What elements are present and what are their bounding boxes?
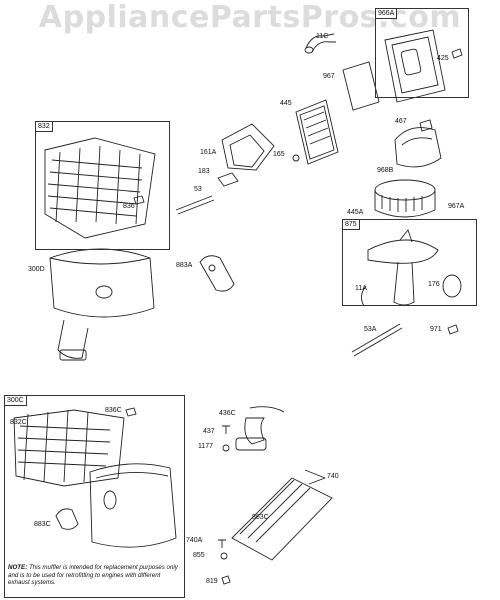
muffler-300d — [49, 248, 155, 361]
breather-tube-11c — [304, 33, 336, 54]
muffler-guard-832c — [13, 409, 125, 487]
knob-467 — [419, 119, 433, 132]
label-445[interactable]: 445 — [280, 100, 292, 107]
label-967[interactable]: 967 — [323, 73, 335, 80]
stud-53a — [351, 323, 403, 357]
label-863c[interactable]: 863C — [252, 514, 269, 521]
screw-740a — [218, 539, 226, 548]
muffler-guard-832 — [44, 137, 156, 239]
label-165[interactable]: 165 — [273, 151, 285, 158]
screw-836c — [125, 407, 137, 417]
group-box-875-tag: 875 — [343, 220, 360, 230]
washer-1177 — [222, 444, 230, 452]
label-883c[interactable]: 883C — [34, 521, 51, 528]
note-text: This muffler is intended for replacement… — [8, 564, 178, 586]
heat-shield-863c — [231, 477, 333, 561]
cartridge-445a — [374, 179, 436, 218]
housing-968b — [394, 127, 442, 168]
label-183[interactable]: 183 — [198, 168, 210, 175]
group-box-966a-tag: 966A — [376, 9, 398, 19]
label-436c[interactable]: 436C — [219, 410, 236, 417]
label-53a[interactable]: 53A — [364, 326, 377, 333]
screw-836 — [133, 195, 145, 205]
label-467[interactable]: 467 — [395, 118, 407, 125]
label-53[interactable]: 53 — [194, 186, 202, 193]
o-ring-176 — [442, 274, 462, 298]
label-832c[interactable]: 832C — [10, 419, 27, 426]
group-box-300c: 300C — [4, 395, 185, 598]
label-855[interactable]: 855 — [193, 552, 205, 559]
label-836[interactable]: 836 — [123, 203, 135, 210]
replacement-note: NOTE: This muffler is intended for repla… — [8, 564, 178, 587]
note-prefix: NOTE: — [8, 564, 28, 571]
label-445a[interactable]: 445A — [347, 209, 364, 216]
group-box-832: 832 — [35, 121, 170, 250]
gasket-883c — [55, 508, 79, 530]
label-883a[interactable]: 883A — [176, 262, 193, 269]
label-437[interactable]: 437 — [203, 428, 215, 435]
muffler-300c — [89, 463, 177, 548]
screw-437 — [222, 425, 230, 434]
group-box-875: 875 — [342, 219, 477, 306]
air-filter-445 — [295, 99, 339, 165]
washer-855 — [220, 552, 228, 560]
screw-971 — [447, 324, 459, 335]
label-1177[interactable]: 1177 — [198, 443, 214, 450]
label-740[interactable]: 740 — [327, 473, 339, 480]
label-836c[interactable]: 836C — [105, 407, 122, 414]
label-819[interactable]: 819 — [206, 578, 218, 585]
nut-165 — [292, 154, 300, 162]
exhaust-elbow-436c — [235, 406, 285, 451]
group-box-300c-tag: 300C — [5, 396, 27, 406]
label-967a[interactable]: 967A — [448, 203, 465, 210]
label-11c[interactable]: 11C — [316, 33, 329, 40]
label-971[interactable]: 971 — [430, 326, 442, 333]
base-161a — [221, 123, 275, 171]
air-cleaner-cover-966a — [384, 29, 446, 103]
gasket-183 — [217, 172, 239, 187]
label-176[interactable]: 176 — [428, 281, 440, 288]
label-425[interactable]: 425 — [437, 55, 449, 62]
group-box-832-tag: 832 — [36, 122, 53, 132]
label-11a[interactable]: 11A — [355, 285, 367, 292]
stud-53 — [175, 195, 215, 215]
pointer-740 — [304, 469, 326, 485]
pre-cleaner-967 — [342, 61, 380, 111]
tube-11a — [361, 285, 367, 307]
screw-819 — [221, 575, 231, 585]
group-box-966a: 966A — [375, 8, 469, 98]
label-300d[interactable]: 300D — [28, 266, 45, 273]
label-161a[interactable]: 161A — [200, 149, 217, 156]
label-968b[interactable]: 968B — [377, 167, 394, 174]
gasket-883a — [199, 255, 235, 292]
screw-425 — [451, 48, 463, 59]
label-740a[interactable]: 740A — [186, 537, 203, 544]
